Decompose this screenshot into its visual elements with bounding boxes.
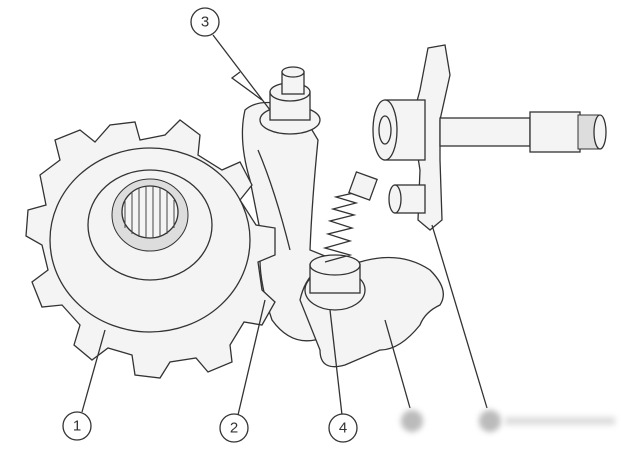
part-3-pin <box>230 66 321 135</box>
callout-4: 4 <box>328 413 358 443</box>
blurred-callouts <box>401 410 615 432</box>
selector-shaft <box>372 44 607 231</box>
callout-1: 1 <box>62 411 92 441</box>
callout-2: 2 <box>219 413 249 443</box>
part-1-gear <box>25 119 276 379</box>
callout-label: 1 <box>73 418 81 435</box>
callout-3: 3 <box>190 7 220 37</box>
leader-lines <box>81 34 488 416</box>
callout-label: 4 <box>339 420 347 437</box>
callout-label: 3 <box>201 14 209 31</box>
part-4-spring-plunger <box>299 171 444 368</box>
callout-label: 2 <box>230 420 238 437</box>
